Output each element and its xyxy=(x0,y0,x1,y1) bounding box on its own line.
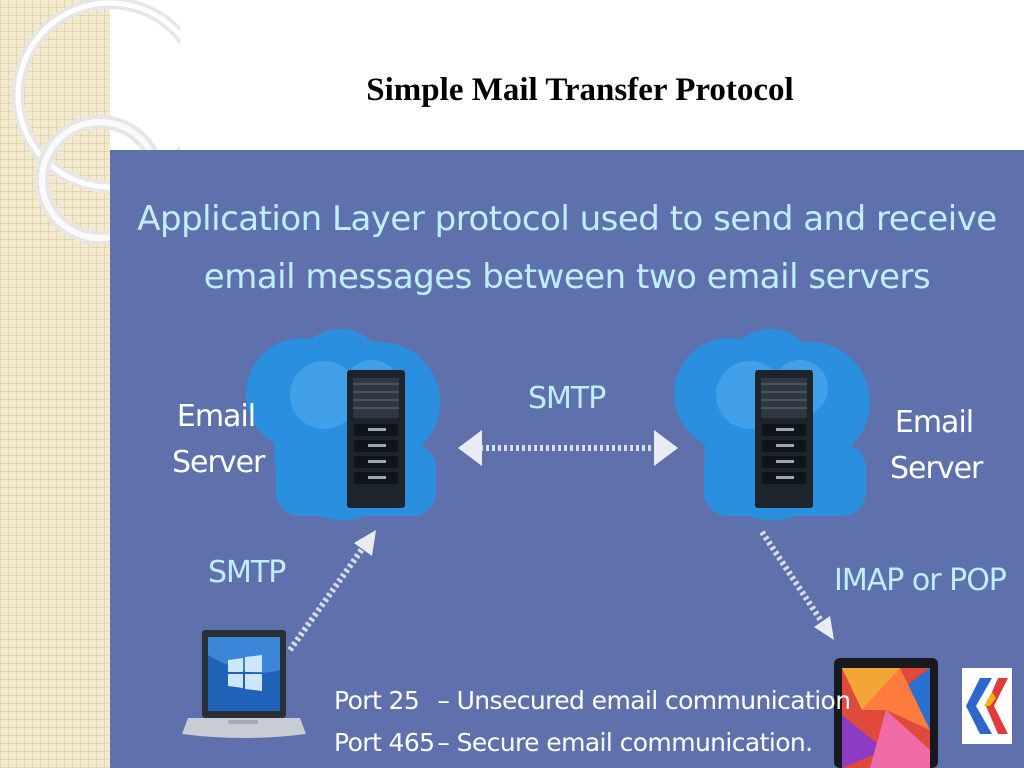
client-link-arrow-icon xyxy=(287,530,376,652)
left-server-label-line2: Server xyxy=(172,445,265,480)
port-description: – Secure email communication. xyxy=(437,728,813,757)
left-server-label: Email Server xyxy=(172,394,265,486)
smtp-diagram: Application Layer protocol used to send … xyxy=(110,150,1024,768)
laptop-icon xyxy=(182,630,306,738)
port-name: Port 25 xyxy=(334,686,420,715)
right-server-label: Email Server xyxy=(890,400,983,492)
diagram-artwork xyxy=(182,329,938,768)
port-row: Port 25 – Unsecured email communication xyxy=(334,680,851,722)
diagram-headline: Application Layer protocol used to send … xyxy=(137,199,997,297)
port-name: Port 465 xyxy=(334,728,435,757)
retrieval-link-arrow-icon xyxy=(759,530,834,640)
server-link-double-arrow-icon xyxy=(458,430,678,466)
left-server-tower-icon xyxy=(347,370,405,508)
client-link-label: SMTP xyxy=(208,555,286,590)
left-cloud-icon xyxy=(246,329,440,520)
tablet-icon xyxy=(834,658,938,768)
left-server-label-line1: Email xyxy=(176,399,256,434)
right-server-label-line1: Email xyxy=(894,405,974,440)
right-server-label-line2: Server xyxy=(890,451,983,486)
port-row: Port 465 – Secure email communication. xyxy=(334,722,851,764)
server-link-label: SMTP xyxy=(528,381,606,416)
port-description: – Unsecured email communication xyxy=(437,686,851,715)
port-list: Port 25 – Unsecured email communication … xyxy=(334,680,851,764)
slide-title: Simple Mail Transfer Protocol xyxy=(366,72,794,108)
logo xyxy=(962,668,1012,744)
retrieval-link-label: IMAP or POP xyxy=(834,563,1007,598)
right-server-tower-icon xyxy=(755,370,813,508)
